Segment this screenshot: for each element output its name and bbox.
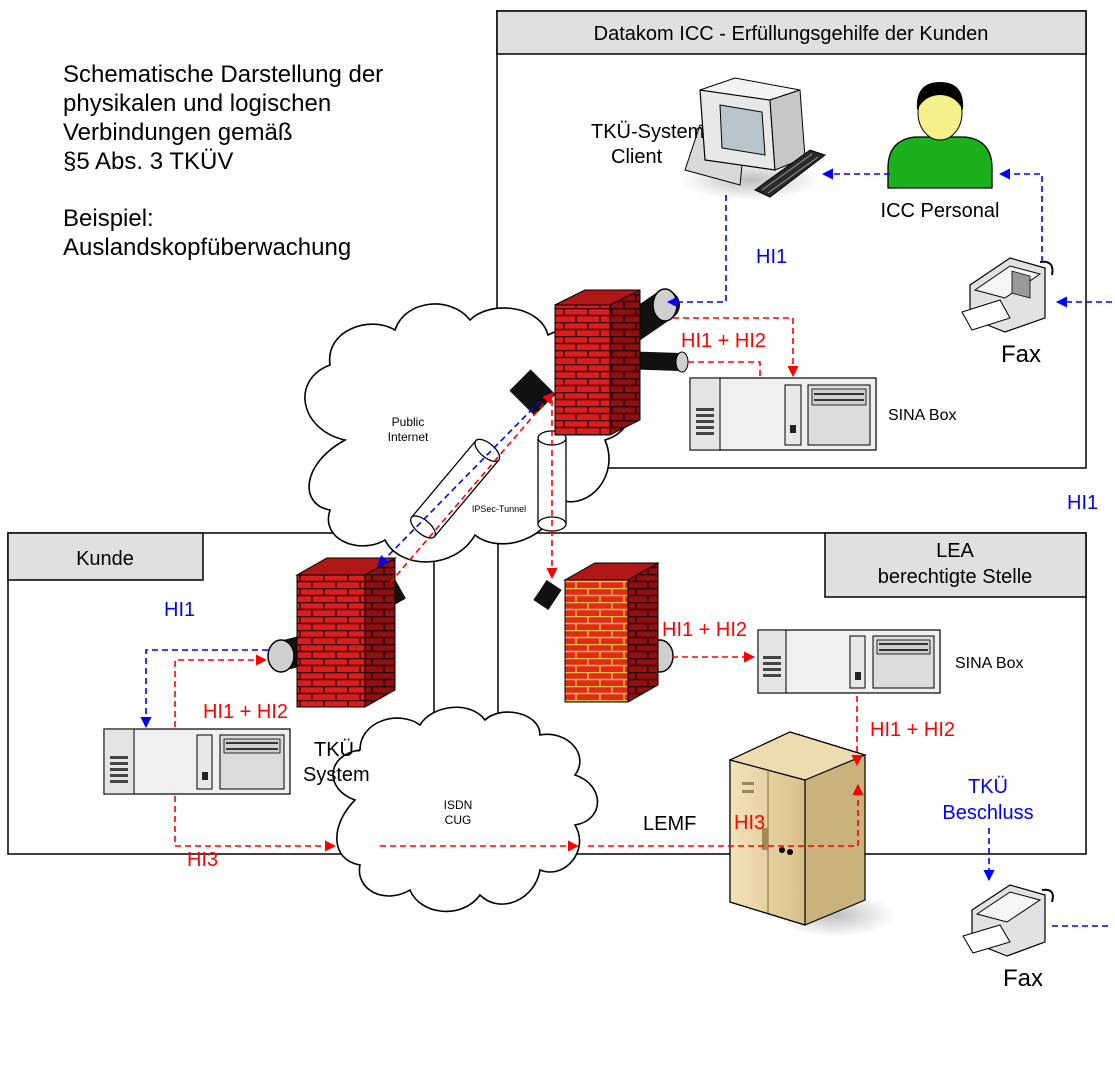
isdn-line1: ISDN bbox=[444, 798, 473, 812]
description-line: physikalen und logischen bbox=[63, 90, 332, 117]
fax-bottom-label: Fax bbox=[1003, 965, 1043, 992]
fax-icon bbox=[961, 257, 1054, 333]
tku-client-label-line1: TKÜ-System bbox=[591, 121, 704, 143]
lemf-server-icon bbox=[728, 731, 895, 937]
hi1-hi2-label: HI1 + HI2 bbox=[203, 701, 288, 723]
hi2-kunde bbox=[174, 654, 268, 727]
lemf-label: LEMF bbox=[643, 813, 696, 835]
sina-box-top-label: SINA Box bbox=[888, 407, 956, 424]
description-line: §5 Abs. 3 TKÜV bbox=[63, 148, 234, 175]
hi1-hi2-label: HI1 + HI2 bbox=[870, 719, 955, 741]
fax-icon bbox=[962, 884, 1054, 957]
hi1-label: HI1 bbox=[164, 599, 195, 621]
diagram-description: Schematische Darstellung der physikalen … bbox=[63, 60, 423, 262]
public-internet-line2: Internet bbox=[388, 430, 429, 444]
hi2-tunnel bbox=[389, 392, 554, 584]
hi2-sina-back bbox=[688, 361, 761, 376]
hi3-isdn-to-lemf bbox=[588, 783, 864, 847]
server-box-icon bbox=[757, 629, 941, 694]
ipsec-tunnel-label: IPSec-Tunnel bbox=[472, 504, 526, 514]
isdn-line2: CUG bbox=[445, 813, 472, 827]
zone-kunde-title: Kunde bbox=[76, 548, 134, 570]
server-box-icon bbox=[689, 377, 877, 451]
tku-beschluss-line1: TKÜ bbox=[968, 776, 1008, 798]
hi1-fax-to-personal bbox=[998, 168, 1043, 262]
example-line: Auslandskopfüberwachung bbox=[63, 234, 352, 261]
isdn-cloud: ISDN CUG bbox=[332, 706, 599, 913]
fax-top-label: Fax bbox=[1001, 341, 1041, 368]
hi1-tunnel bbox=[377, 393, 548, 567]
hi3-label: HI3 bbox=[187, 849, 218, 871]
zone-lea-title-line2: berechtigte Stelle bbox=[878, 566, 1033, 588]
tku-client-label-line2: Client bbox=[611, 146, 663, 168]
hi1-label: HI1 bbox=[1067, 492, 1098, 514]
tku-beschluss-line2: Beschluss bbox=[942, 802, 1033, 824]
description-line: Schematische Darstellung der bbox=[63, 61, 384, 88]
example-line: Beispiel: bbox=[63, 205, 154, 232]
tku-system-label-line1: TKÜ- bbox=[314, 739, 361, 761]
hi1-label: HI1 bbox=[756, 246, 787, 268]
icc-personal-label: ICC Personal bbox=[881, 200, 1000, 222]
hi3-kunde-to-isdn bbox=[174, 796, 337, 852]
server-box-icon bbox=[103, 728, 291, 795]
hi3-label: HI3 bbox=[734, 812, 765, 834]
sina-box-lea-label: SINA Box bbox=[955, 655, 1023, 672]
zone-datakom-title: Datakom ICC - Erfüllungsgehilfe der Kund… bbox=[594, 23, 989, 45]
hi1-client-to-firewall bbox=[666, 195, 727, 308]
person-icon bbox=[887, 82, 993, 189]
tku-system-label-line2: System bbox=[303, 764, 370, 786]
description-line: Verbindungen gemäß bbox=[63, 119, 293, 146]
firewall-datakom bbox=[554, 289, 641, 436]
computer-icon bbox=[680, 77, 827, 200]
hi1-hi2-label: HI1 + HI2 bbox=[681, 330, 766, 352]
zone-lea-title-line1: LEA bbox=[936, 540, 974, 562]
hi1-hi2-label: HI1 + HI2 bbox=[662, 619, 747, 641]
public-internet-line1: Public bbox=[392, 415, 425, 429]
connections bbox=[140, 168, 1112, 927]
firewall-lea bbox=[563, 562, 660, 703]
firewall-kunde bbox=[295, 557, 397, 708]
hi2-firewall-to-sina bbox=[673, 317, 799, 378]
hi1-kunde bbox=[140, 649, 268, 729]
